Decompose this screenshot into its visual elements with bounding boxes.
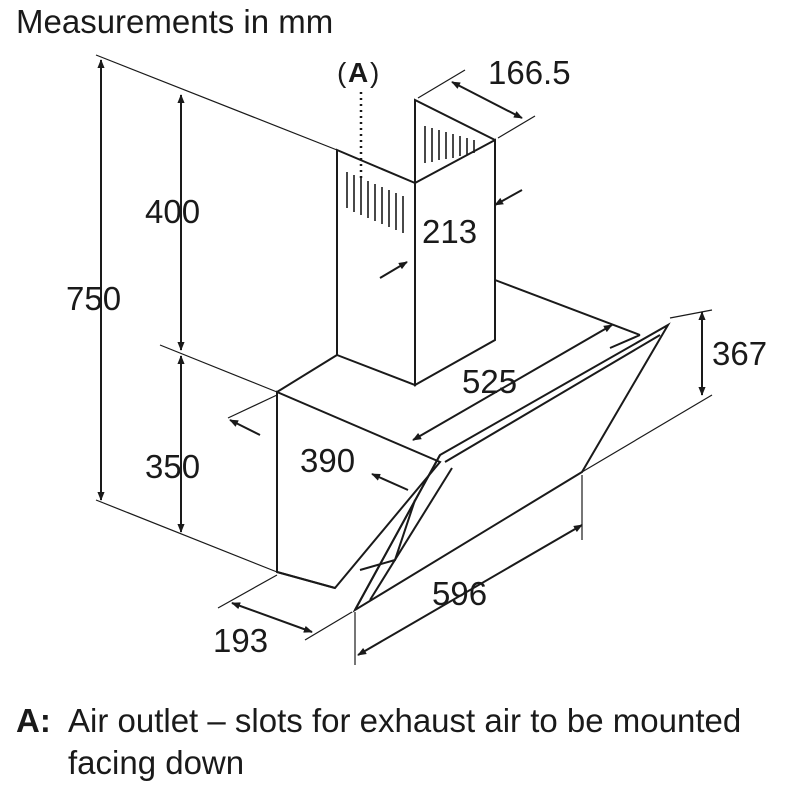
air-outlet-callout: ( A ) (337, 57, 379, 178)
page-title: Measurements in mm (16, 3, 334, 40)
dim-bottom-depth: 193 (213, 574, 353, 659)
dim-chimney-width: 166.5 (417, 54, 571, 139)
dim-canopy-depth: 525 (412, 324, 613, 441)
legend-text: Air outlet – slots for exhaust air to be… (68, 702, 742, 781)
dim-glass-height: 367 (581, 309, 767, 473)
legend-key: A: (16, 702, 51, 739)
dim-525-label: 525 (462, 363, 517, 400)
dim-193-label: 193 (213, 622, 268, 659)
dim-596-label: 596 (432, 575, 487, 612)
chimney-left-face (336, 148, 416, 387)
callout-close-paren: ) (370, 57, 379, 88)
dim-166-5-label: 166.5 (488, 54, 571, 91)
chimney-top-upper-edge (414, 98, 496, 183)
dim-350-label: 350 (145, 448, 200, 485)
body-side-face (276, 390, 442, 590)
dim-400-label: 400 (145, 193, 200, 230)
exhaust-slots-left (346, 172, 404, 233)
exhaust-slots-front (424, 126, 475, 163)
dim-overall-width: 596 (354, 475, 583, 665)
dim-total-height: 750 (66, 54, 338, 573)
dim-367-label: 367 (712, 335, 767, 372)
dim-390-label: 390 (300, 442, 355, 479)
dim-body-height: 350 (145, 355, 200, 533)
dim-213-label: 213 (422, 213, 477, 250)
dim-chimney-height: 400 (145, 94, 278, 393)
dim-chimney-depth: 213 (379, 189, 523, 279)
chimney-front-face (414, 138, 496, 387)
callout-open-paren: ( (337, 57, 347, 88)
dim-body-width: 390 (227, 394, 409, 491)
callout-letter-a: A (348, 57, 368, 88)
hood-body (276, 279, 641, 590)
dim-750-label: 750 (66, 280, 121, 317)
